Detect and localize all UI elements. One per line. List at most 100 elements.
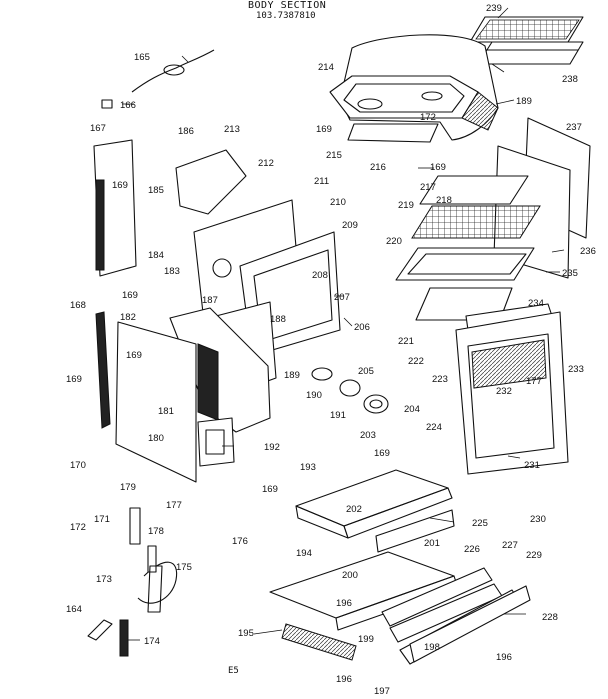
callout-194: 194 xyxy=(296,548,312,559)
callout-171: 171 xyxy=(94,514,110,525)
callout-184: 184 xyxy=(148,250,164,261)
callout-229: 229 xyxy=(526,550,542,561)
part-ignitor-174 xyxy=(119,619,129,657)
callout-labels: 239 238 165 166 214 189 172 169 237 215 … xyxy=(66,3,596,697)
part-burner-assembly-173 xyxy=(129,507,178,604)
callout-181: 181 xyxy=(158,406,174,417)
callout-231: 231 xyxy=(524,460,540,471)
callout-215: 215 xyxy=(326,150,342,161)
callout-178: 178 xyxy=(148,526,164,537)
callout-172a: 172 xyxy=(420,112,436,123)
part-rod-195 xyxy=(281,623,357,661)
callout-170: 170 xyxy=(70,460,86,471)
callout-224: 224 xyxy=(426,422,442,433)
callout-188: 188 xyxy=(270,314,286,325)
callout-177b: 177 xyxy=(526,376,542,387)
callout-219: 219 xyxy=(398,200,414,211)
callout-214: 214 xyxy=(318,62,334,73)
callout-236: 236 xyxy=(580,246,596,257)
part-oven-rack-219 xyxy=(411,205,541,239)
callout-196c: 196 xyxy=(336,674,352,685)
part-drawer-panels-226-227-228 xyxy=(381,567,531,665)
callout-204: 204 xyxy=(404,404,420,415)
callout-228: 228 xyxy=(542,612,558,623)
callout-180: 180 xyxy=(148,433,164,444)
callout-177a: 177 xyxy=(166,500,182,511)
callout-187: 187 xyxy=(202,295,218,306)
part-clip-166 xyxy=(101,99,113,109)
callout-195: 195 xyxy=(238,628,254,639)
callout-183: 183 xyxy=(164,266,180,277)
callout-196b: 196 xyxy=(496,652,512,663)
part-trim-215 xyxy=(347,123,439,143)
callout-213: 213 xyxy=(224,124,240,135)
part-divider-225 xyxy=(375,509,455,553)
callout-225: 225 xyxy=(472,518,488,529)
callout-235: 235 xyxy=(562,268,578,279)
callout-203: 203 xyxy=(360,430,376,441)
part-side-trim-168 xyxy=(95,311,111,429)
callout-169e: 169 xyxy=(126,350,142,361)
callout-179: 179 xyxy=(120,482,136,493)
part-side-panel-167 xyxy=(93,139,137,277)
callout-205: 205 xyxy=(358,366,374,377)
callout-196a: 196 xyxy=(336,598,352,609)
callout-216: 216 xyxy=(370,162,386,173)
callout-169c: 169 xyxy=(112,180,128,191)
callout-166: 166 xyxy=(120,100,136,111)
part-bracket-186 xyxy=(175,149,247,215)
callout-175: 175 xyxy=(176,562,192,573)
diagram-title: BODY SECTION xyxy=(248,0,327,11)
callout-193: 193 xyxy=(300,462,316,473)
part-latch-180 xyxy=(197,417,235,467)
callout-230: 230 xyxy=(530,514,546,525)
callout-190: 190 xyxy=(306,390,322,401)
callout-169d: 169 xyxy=(122,290,138,301)
callout-217: 217 xyxy=(420,182,436,193)
callout-202: 202 xyxy=(346,504,362,515)
callout-227: 227 xyxy=(502,540,518,551)
callout-198: 198 xyxy=(424,642,440,653)
callout-169g: 169 xyxy=(374,448,390,459)
part-oven-door-231 xyxy=(455,311,569,475)
callout-169b: 169 xyxy=(430,162,446,173)
callout-222: 222 xyxy=(408,356,424,367)
callout-239: 239 xyxy=(486,3,502,14)
callout-174: 174 xyxy=(144,636,160,647)
callout-232: 232 xyxy=(496,386,512,397)
callout-238: 238 xyxy=(562,74,578,85)
part-side-panel-179 xyxy=(115,321,219,483)
part-cable-165 xyxy=(131,49,215,93)
callout-186: 186 xyxy=(178,126,194,137)
callout-208: 208 xyxy=(312,270,328,281)
part-oven-rack-218 xyxy=(419,175,529,205)
callout-168: 168 xyxy=(70,300,86,311)
callout-165: 165 xyxy=(134,52,150,63)
callout-210: 210 xyxy=(330,197,346,208)
model-number: 103.7387810 xyxy=(256,11,316,21)
part-tray-193 xyxy=(295,469,453,539)
callout-164: 164 xyxy=(66,604,82,615)
leader-lines xyxy=(122,7,565,641)
callout-189b: 189 xyxy=(284,370,300,381)
part-grommets-190-191-204 xyxy=(311,367,389,414)
callout-220: 220 xyxy=(386,236,402,247)
callout-209: 209 xyxy=(342,220,358,231)
callout-189a: 189 xyxy=(516,96,532,107)
page-code: E5 xyxy=(228,666,239,676)
callout-233: 233 xyxy=(568,364,584,375)
callout-182: 182 xyxy=(120,312,136,323)
callout-212: 212 xyxy=(258,158,274,169)
callout-221: 221 xyxy=(398,336,414,347)
callout-226: 226 xyxy=(464,544,480,555)
callout-191: 191 xyxy=(330,410,346,421)
callout-199: 199 xyxy=(358,634,374,645)
part-tube-164 xyxy=(87,619,113,641)
callout-192: 192 xyxy=(264,442,280,453)
callout-223: 223 xyxy=(432,374,448,385)
callout-237: 237 xyxy=(566,122,582,133)
callout-211: 211 xyxy=(314,176,329,187)
callout-169f: 169 xyxy=(66,374,82,385)
part-burner-175 xyxy=(147,565,163,613)
callout-207: 207 xyxy=(334,292,350,303)
